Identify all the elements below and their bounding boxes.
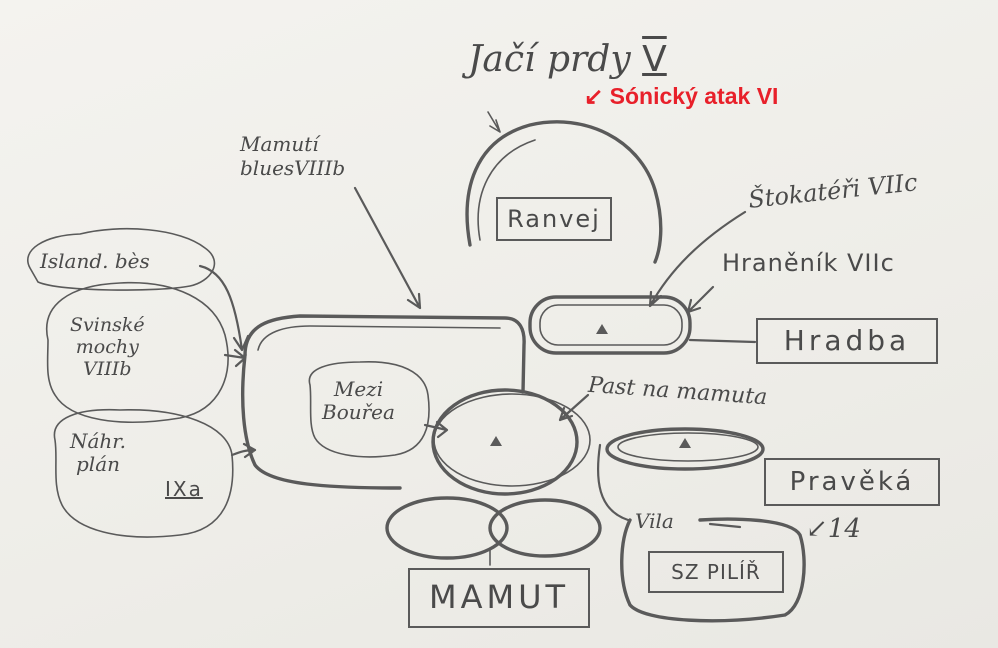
box-hradba: Hradba	[756, 318, 938, 364]
box-ranvej: Ranvej	[496, 197, 612, 241]
pravoka-rock	[605, 427, 765, 471]
line-vila	[708, 522, 742, 529]
label-nahr-plan: Náhr. plán	[70, 430, 126, 476]
box-sz-pilir: SZ PILÍŘ	[648, 551, 784, 593]
box-mamut: MAMUT	[408, 568, 590, 628]
label-svinske-mochy: Svinské mochy VIIIb	[70, 314, 145, 380]
ranvej-rock-inner	[477, 139, 536, 241]
label-mezi-boure: Mezi Bouřea	[322, 377, 395, 424]
ranvej-pointer	[487, 111, 501, 133]
label-hranenik: Hraněník VIIc	[722, 249, 895, 277]
pravoka-apex	[679, 438, 691, 448]
sonicky-arrow-icon: ↙	[584, 83, 604, 109]
label-mamuti-blues: Mamutí bluesVIIIb	[240, 132, 346, 180]
main-block-inner	[257, 325, 501, 351]
main-block-outline	[243, 314, 526, 394]
arrow-stokateri	[648, 210, 747, 308]
main-block-left	[241, 353, 402, 490]
label-nahr-plan-grade: IXa	[165, 477, 203, 501]
arrow-island	[198, 264, 250, 352]
mezi-cloud	[308, 361, 430, 458]
arrow-past	[558, 393, 590, 422]
center-rock	[431, 388, 579, 496]
nahr-cloud	[53, 408, 234, 538]
svinske-cloud	[45, 281, 229, 423]
jaci-prdy-grade: V	[642, 39, 667, 80]
jaci-prdy-text: Jačí prdy	[468, 39, 631, 80]
label-island-bes: Island. bès	[40, 249, 150, 273]
label-sonicky-atak: ↙ Sónický atak VI	[584, 83, 779, 109]
arrow-mezi	[423, 420, 449, 439]
vila-to-pravoka	[597, 443, 630, 522]
label-vila: Vila	[635, 509, 674, 533]
nahr-plan-text: Náhr. plán	[70, 429, 127, 476]
hranenik-apex	[596, 324, 608, 334]
center-rock-apex	[490, 436, 502, 446]
vila-outline	[620, 517, 806, 623]
mamut-oval-left	[385, 496, 509, 560]
label-number-14: ↙14	[806, 514, 861, 544]
arrow-mamuti	[353, 186, 422, 310]
arrow-nahr	[230, 442, 257, 459]
hranenik-rock	[528, 295, 692, 355]
center-rock-outer	[433, 393, 591, 487]
sonicky-atak-text: Sónický atak VI	[609, 83, 779, 109]
ranvej-rock-outline	[465, 120, 663, 264]
hradba-link	[688, 338, 757, 344]
arrow-svinske	[223, 348, 247, 368]
label-jaci-prdy: Jačí prdy V	[468, 40, 667, 80]
box-pravoka: Pravěká	[764, 458, 940, 506]
pravoka-rock-inner	[617, 432, 759, 462]
mamut-oval-right	[488, 498, 602, 558]
hranenik-rock-inner	[539, 304, 683, 346]
arrow-hranenik	[686, 285, 715, 314]
island-cloud	[27, 227, 216, 291]
